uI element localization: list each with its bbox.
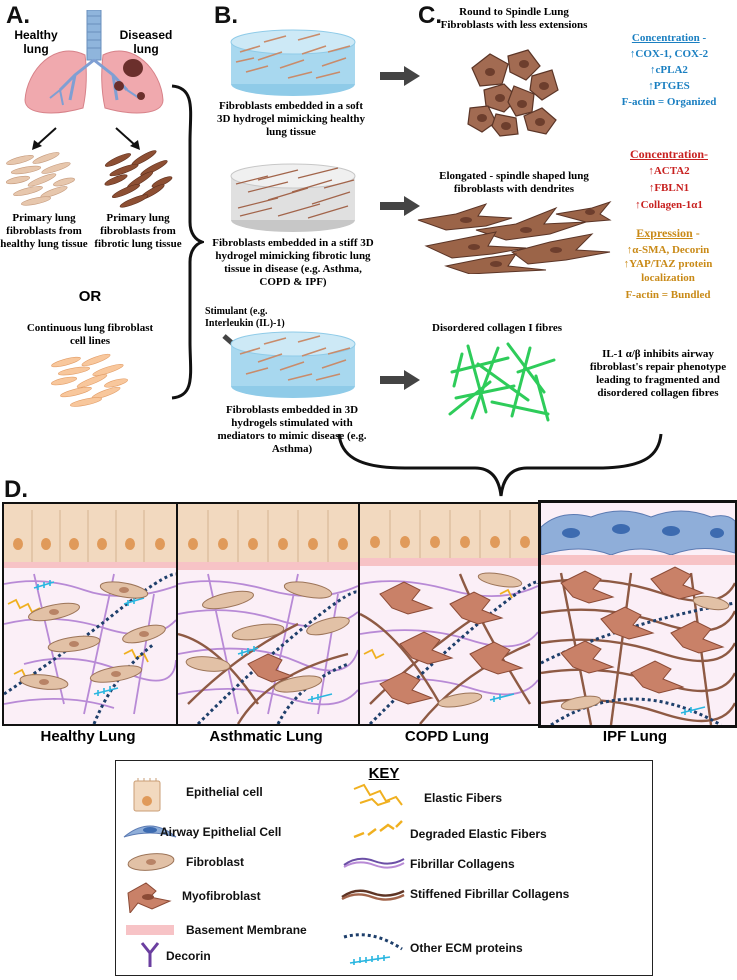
basement-membrane-icon xyxy=(126,925,174,935)
epithelial-cell-icon xyxy=(133,778,161,812)
healthy-fibroblast-cluster xyxy=(6,152,75,206)
elastic-fibers-icon xyxy=(353,783,403,807)
expression-item: ↑YAP/TAZ protein localization xyxy=(623,258,713,284)
up-arrow-icon: ↑ xyxy=(648,182,655,194)
decorin-icon xyxy=(140,942,160,967)
conc-red-item: ↑Collagen-1α1 xyxy=(635,199,703,211)
panel-c-letter: C. xyxy=(418,2,442,29)
conc-blue-block: Concentration - ↑COX-1, COX-2 ↑cPLA2 ↑PT… xyxy=(604,30,734,110)
cell-lines-label: Continuous lung fibroblast cell lines xyxy=(26,322,154,347)
il1-description: IL-1 α/β inhibits airway fibroblast's re… xyxy=(589,348,727,399)
tissue-label-copd: COPD Lung xyxy=(404,728,490,745)
conc-red-block: Concentration- ↑ACTA2 ↑FBLN1 ↑Collagen-1… xyxy=(606,146,732,214)
myofibroblast-icon xyxy=(127,882,172,913)
arrow-b-c-1 xyxy=(380,66,420,86)
stimulant-label: Stimulant (e.g. Interleukin (IL)-1) xyxy=(205,306,285,329)
up-arrow-icon: ↑ xyxy=(629,48,636,60)
key-label-degraded-elastic: Degraded Elastic Fibers xyxy=(410,827,547,841)
key-label-other-ecm: Other ECM proteins xyxy=(410,941,523,955)
diseased-lung-label: Diseased lung xyxy=(119,28,173,56)
key-title: KEY xyxy=(368,765,400,782)
arrow-right-down xyxy=(115,127,140,150)
tissue-label-asthmatic: Asthmatic Lung xyxy=(209,728,323,745)
elongated-fibroblasts-image xyxy=(417,200,612,274)
bracket-c-d xyxy=(337,433,663,497)
soft-hydrogel-label: Fibroblasts embedded in a soft 3D hydrog… xyxy=(216,100,365,138)
up-arrow-icon: ↑ xyxy=(623,258,630,270)
factin-organized: F-actin = Organized xyxy=(621,96,717,108)
round-fibroblasts-title: Round to Spindle Lung Fibroblasts with l… xyxy=(440,6,588,31)
key-label-stiffened-collagens: Stiffened Fibrillar Collagens xyxy=(410,887,570,901)
expression-block: Expression - ↑α-SMA, Decorin ↑YAP/TAZ pr… xyxy=(600,226,736,302)
degraded-elastic-icon xyxy=(353,820,403,839)
up-arrow-icon: ↑ xyxy=(648,165,654,177)
panel-b-letter: B. xyxy=(214,2,238,29)
asthmatic-tissue xyxy=(176,502,360,726)
cell-line-cluster xyxy=(50,353,128,407)
or-label: OR xyxy=(78,288,102,305)
up-arrow-icon: ↑ xyxy=(650,64,656,76)
key-label-epithelial: Epithelial cell xyxy=(186,785,263,799)
elongated-title: Elongated - spindle shaped lung fibrobla… xyxy=(439,170,589,195)
key-label-fibrillar-collagens: Fibrillar Collagens xyxy=(410,857,515,871)
key-label-myofibroblast: Myofibroblast xyxy=(182,889,261,903)
lung-illustration xyxy=(24,10,164,114)
up-arrow-icon: ↑ xyxy=(626,244,633,256)
fibroblast-icon xyxy=(127,853,175,871)
conc-red-item: ↑ACTA2 xyxy=(648,165,690,177)
tissue-label-healthy: Healthy Lung xyxy=(40,728,136,745)
conc-blue-item: ↑COX-1, COX-2 xyxy=(629,48,709,60)
fibrotic-fibroblast-cluster xyxy=(104,150,173,208)
expression-heading: Expression xyxy=(636,226,693,240)
collagen-title: Disordered collagen I fibres xyxy=(432,322,563,334)
conc-red-heading: Concentration- xyxy=(630,147,708,161)
up-arrow-icon: ↑ xyxy=(635,199,641,211)
conc-red-item: ↑FBLN1 xyxy=(648,182,690,194)
arrow-b-c-3 xyxy=(380,370,420,390)
stiff-hydrogel-label: Fibroblasts embedded in a stiff 3D hydro… xyxy=(212,237,374,288)
key-label-airway-epithelial: Airway Epithelial Cell xyxy=(160,825,282,839)
panel-a-letter: A. xyxy=(6,2,30,29)
other-ecm-icon xyxy=(343,933,403,965)
key-label-fibroblast: Fibroblast xyxy=(186,855,245,869)
panel-d-letter: D. xyxy=(4,476,28,503)
disordered-collagen-image xyxy=(448,342,556,422)
stiff-hydrogel xyxy=(230,163,356,232)
airway-epithelial-icon xyxy=(123,825,177,838)
arrow-left-down xyxy=(32,127,57,150)
primary-fibrotic-label: Primary lung fibroblasts from fibrotic l… xyxy=(94,212,182,250)
bracket-a-b xyxy=(171,84,204,400)
stiffened-collagen-icon xyxy=(341,889,405,901)
conc-blue-item: ↑cPLA2 xyxy=(650,64,688,76)
round-fibroblasts-image xyxy=(467,49,559,137)
tissue-label-ipf: IPF Lung xyxy=(602,728,668,745)
fibrillar-collagen-icon xyxy=(343,857,405,869)
stimulated-hydrogel-label: Fibroblasts embedded in 3D hydrogels sti… xyxy=(217,404,367,455)
key-label-decorin: Decorin xyxy=(166,949,211,963)
stimulated-hydrogel xyxy=(230,331,356,398)
soft-hydrogel xyxy=(230,29,356,96)
conc-blue-item: ↑PTGES xyxy=(648,80,690,92)
key-label-basement-membrane: Basement Membrane xyxy=(186,923,307,937)
expression-item: ↑α-SMA, Decorin xyxy=(626,244,710,256)
conc-blue-heading: Concentration xyxy=(631,32,700,44)
primary-healthy-label: Primary lung fibroblasts from healthy lu… xyxy=(0,212,88,250)
key-box: KEY Epithelial cell Airway Epithelial Ce… xyxy=(115,760,653,976)
arrow-b-c-2 xyxy=(380,196,420,216)
key-label-elastic-fibers: Elastic Fibers xyxy=(424,791,503,805)
up-arrow-icon: ↑ xyxy=(648,80,654,92)
copd-tissue xyxy=(358,502,540,726)
factin-bundled: F-actin = Bundled xyxy=(625,289,711,301)
healthy-lung-label: Healthy lung xyxy=(14,28,58,56)
ipf-tissue xyxy=(538,500,737,728)
healthy-tissue xyxy=(2,502,178,726)
